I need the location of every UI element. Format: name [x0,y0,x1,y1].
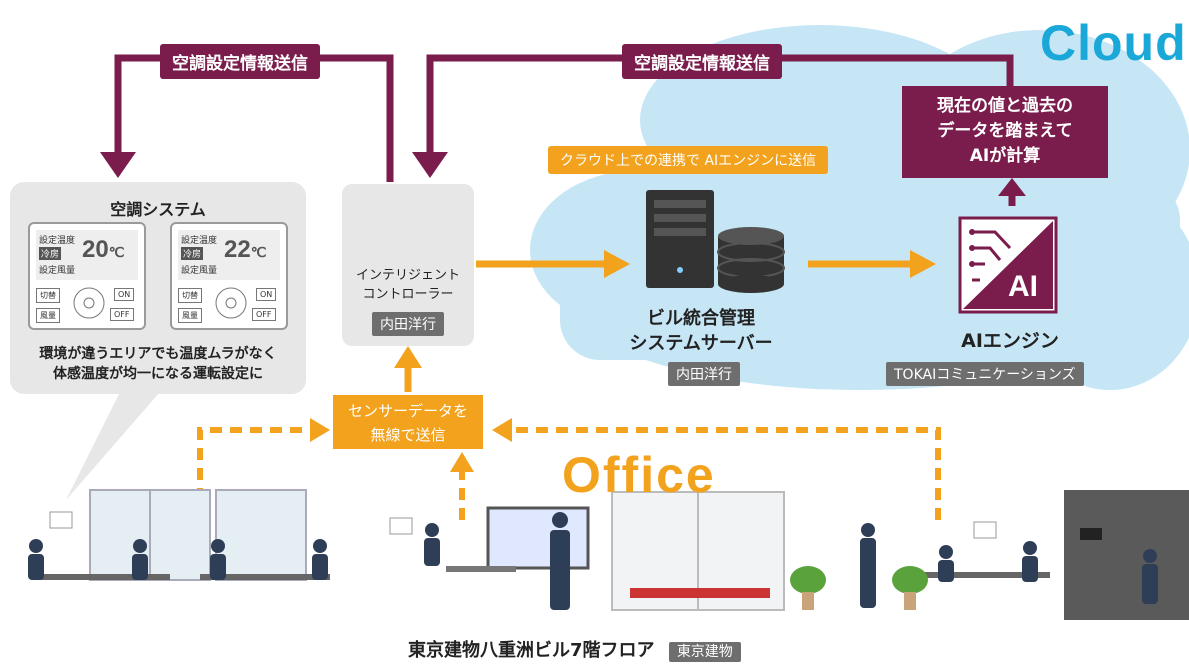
cloud-title: Cloud [1040,15,1187,71]
hvac-caption-line-1: 環境が違うエリアでも温度ムラがなく [39,346,277,362]
temp-unit: ℃ [250,244,267,260]
set-temp-label: 設定温度 [181,236,218,246]
ai-compute-line-2: データを踏まえて [937,121,1073,141]
dashed-arrowheads [310,418,512,472]
sensor-data-box: センサーデータを 無線で送信 [333,395,483,449]
sensor-line-1: センサーデータを [347,402,468,420]
plum-arrowheads [100,152,1026,196]
set-temp-label: 設定温度 [39,236,76,246]
on-button[interactable]: ON [256,288,277,301]
fan-label: 設定風量 [39,266,76,276]
controller-label-line-2: コントローラー [362,287,454,302]
fan-label: 設定風量 [181,266,218,276]
bubble-tail [66,392,160,500]
sensor-line-2: 無線で送信 [370,426,446,444]
thermostat-panel-left: 設定温度 冷房 設定風量 20℃ 切替 風量 ON OFF [28,222,146,330]
ai-compute-box: 現在の値と過去の データを踏まえて AIが計算 [902,86,1108,178]
server-icon [646,190,714,288]
ai-compute-line-3: AIが計算 [969,146,1041,166]
on-button[interactable]: ON [114,288,135,301]
off-button[interactable]: OFF [110,308,134,321]
fan-button[interactable]: 風量 [178,308,202,323]
off-button[interactable]: OFF [252,308,276,321]
ai-logo-text: AI [1008,270,1038,303]
footer-vendor-badge: 東京建物 [668,642,741,662]
controller-box: インテリジェント コントローラー 内田洋行 [342,184,474,346]
hvac-system-title: 空調システム [110,200,206,219]
hvac-caption-line-2: 体感温度が均一になる運転設定に [53,366,263,382]
ai-engine-vendor-badge: TOKAIコミュニケーションズ [886,362,1084,386]
hvac-system-box: 空調システム 設定温度 冷房 設定風量 20℃ 切替 風量 ON OFF 設定温… [10,182,306,394]
office-title: Office [562,447,716,503]
mode-label: 冷房 [181,247,204,260]
panel-display: 設定温度 冷房 設定風量 22℃ [178,230,280,280]
controller-label-line-1: インテリジェント [355,268,460,283]
temp-value: 20 [82,236,109,263]
ai-engine-label: AIエンジン [961,330,1059,352]
panel-display: 設定温度 冷房 設定風量 20℃ [36,230,138,280]
controller-label: インテリジェント コントローラー [342,266,474,304]
server-label-line-1: ビル統合管理 [647,308,755,329]
temp-unit: ℃ [108,244,125,260]
thermostat-panel-right: 設定温度 冷房 設定風量 22℃ 切替 風量 ON OFF [170,222,288,330]
server-vendor-badge: 内田洋行 [668,362,740,386]
mode-button[interactable]: 切替 [178,288,202,303]
database-icon [717,227,785,293]
fan-button[interactable]: 風量 [36,308,60,323]
hvac-caption: 環境が違うエリアでも温度ムラがなく 体感温度が均一になる運転設定に [10,344,306,384]
mode-button[interactable]: 切替 [36,288,60,303]
dpad-icon[interactable] [214,286,248,320]
ai-compute-line-1: 現在の値と過去の [937,96,1073,116]
orange-arrows [404,260,912,392]
aircon-settings-label-left: 空調設定情報送信 [160,44,320,79]
controller-vendor-badge: 内田洋行 [372,312,444,336]
office-scene [28,489,1189,620]
aircon-settings-label-right: 空調設定情報送信 [622,44,782,79]
floor-location-text: 東京建物八重洲ビル7階フロア [408,640,655,661]
dpad-icon[interactable] [72,286,106,320]
server-label: ビル統合管理 システムサーバー [616,306,786,356]
temp-value: 22 [224,236,251,263]
server-label-line-2: システムサーバー [629,333,773,354]
orange-arrowheads [394,250,936,368]
cloud-link-label: クラウド上での連携で AIエンジンに送信 [548,146,829,174]
ai-logo-icon [958,216,1058,314]
mode-label: 冷房 [39,247,62,260]
floor-location-label: 東京建物八重洲ビル7階フロア 東京建物 [408,636,741,662]
